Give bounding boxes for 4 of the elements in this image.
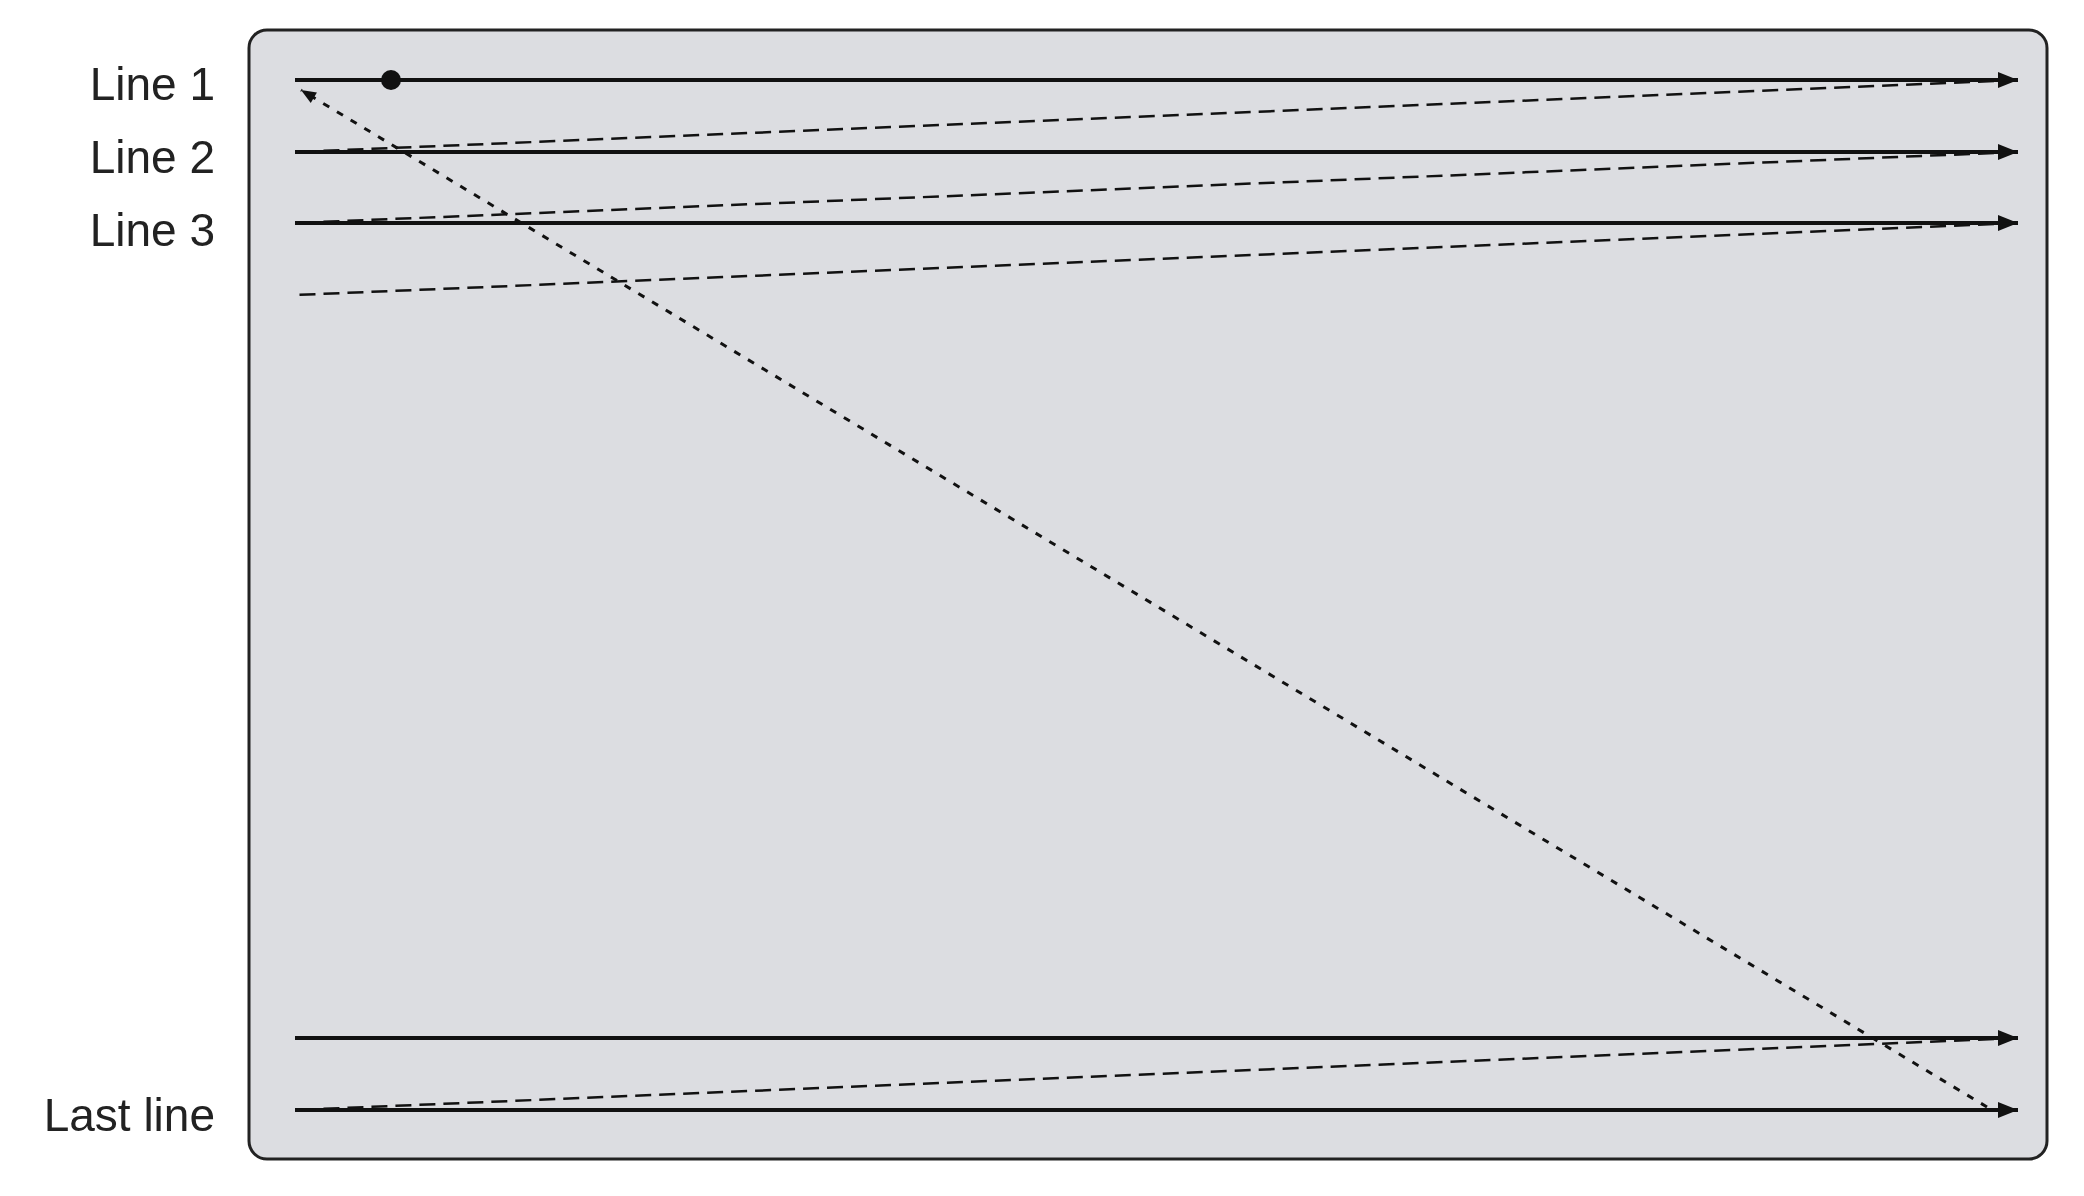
line-label: Line 1 <box>89 58 215 110</box>
line-label: Line 3 <box>89 204 215 256</box>
line-label: Line 2 <box>89 131 215 183</box>
line-label: Last line <box>43 1089 215 1141</box>
